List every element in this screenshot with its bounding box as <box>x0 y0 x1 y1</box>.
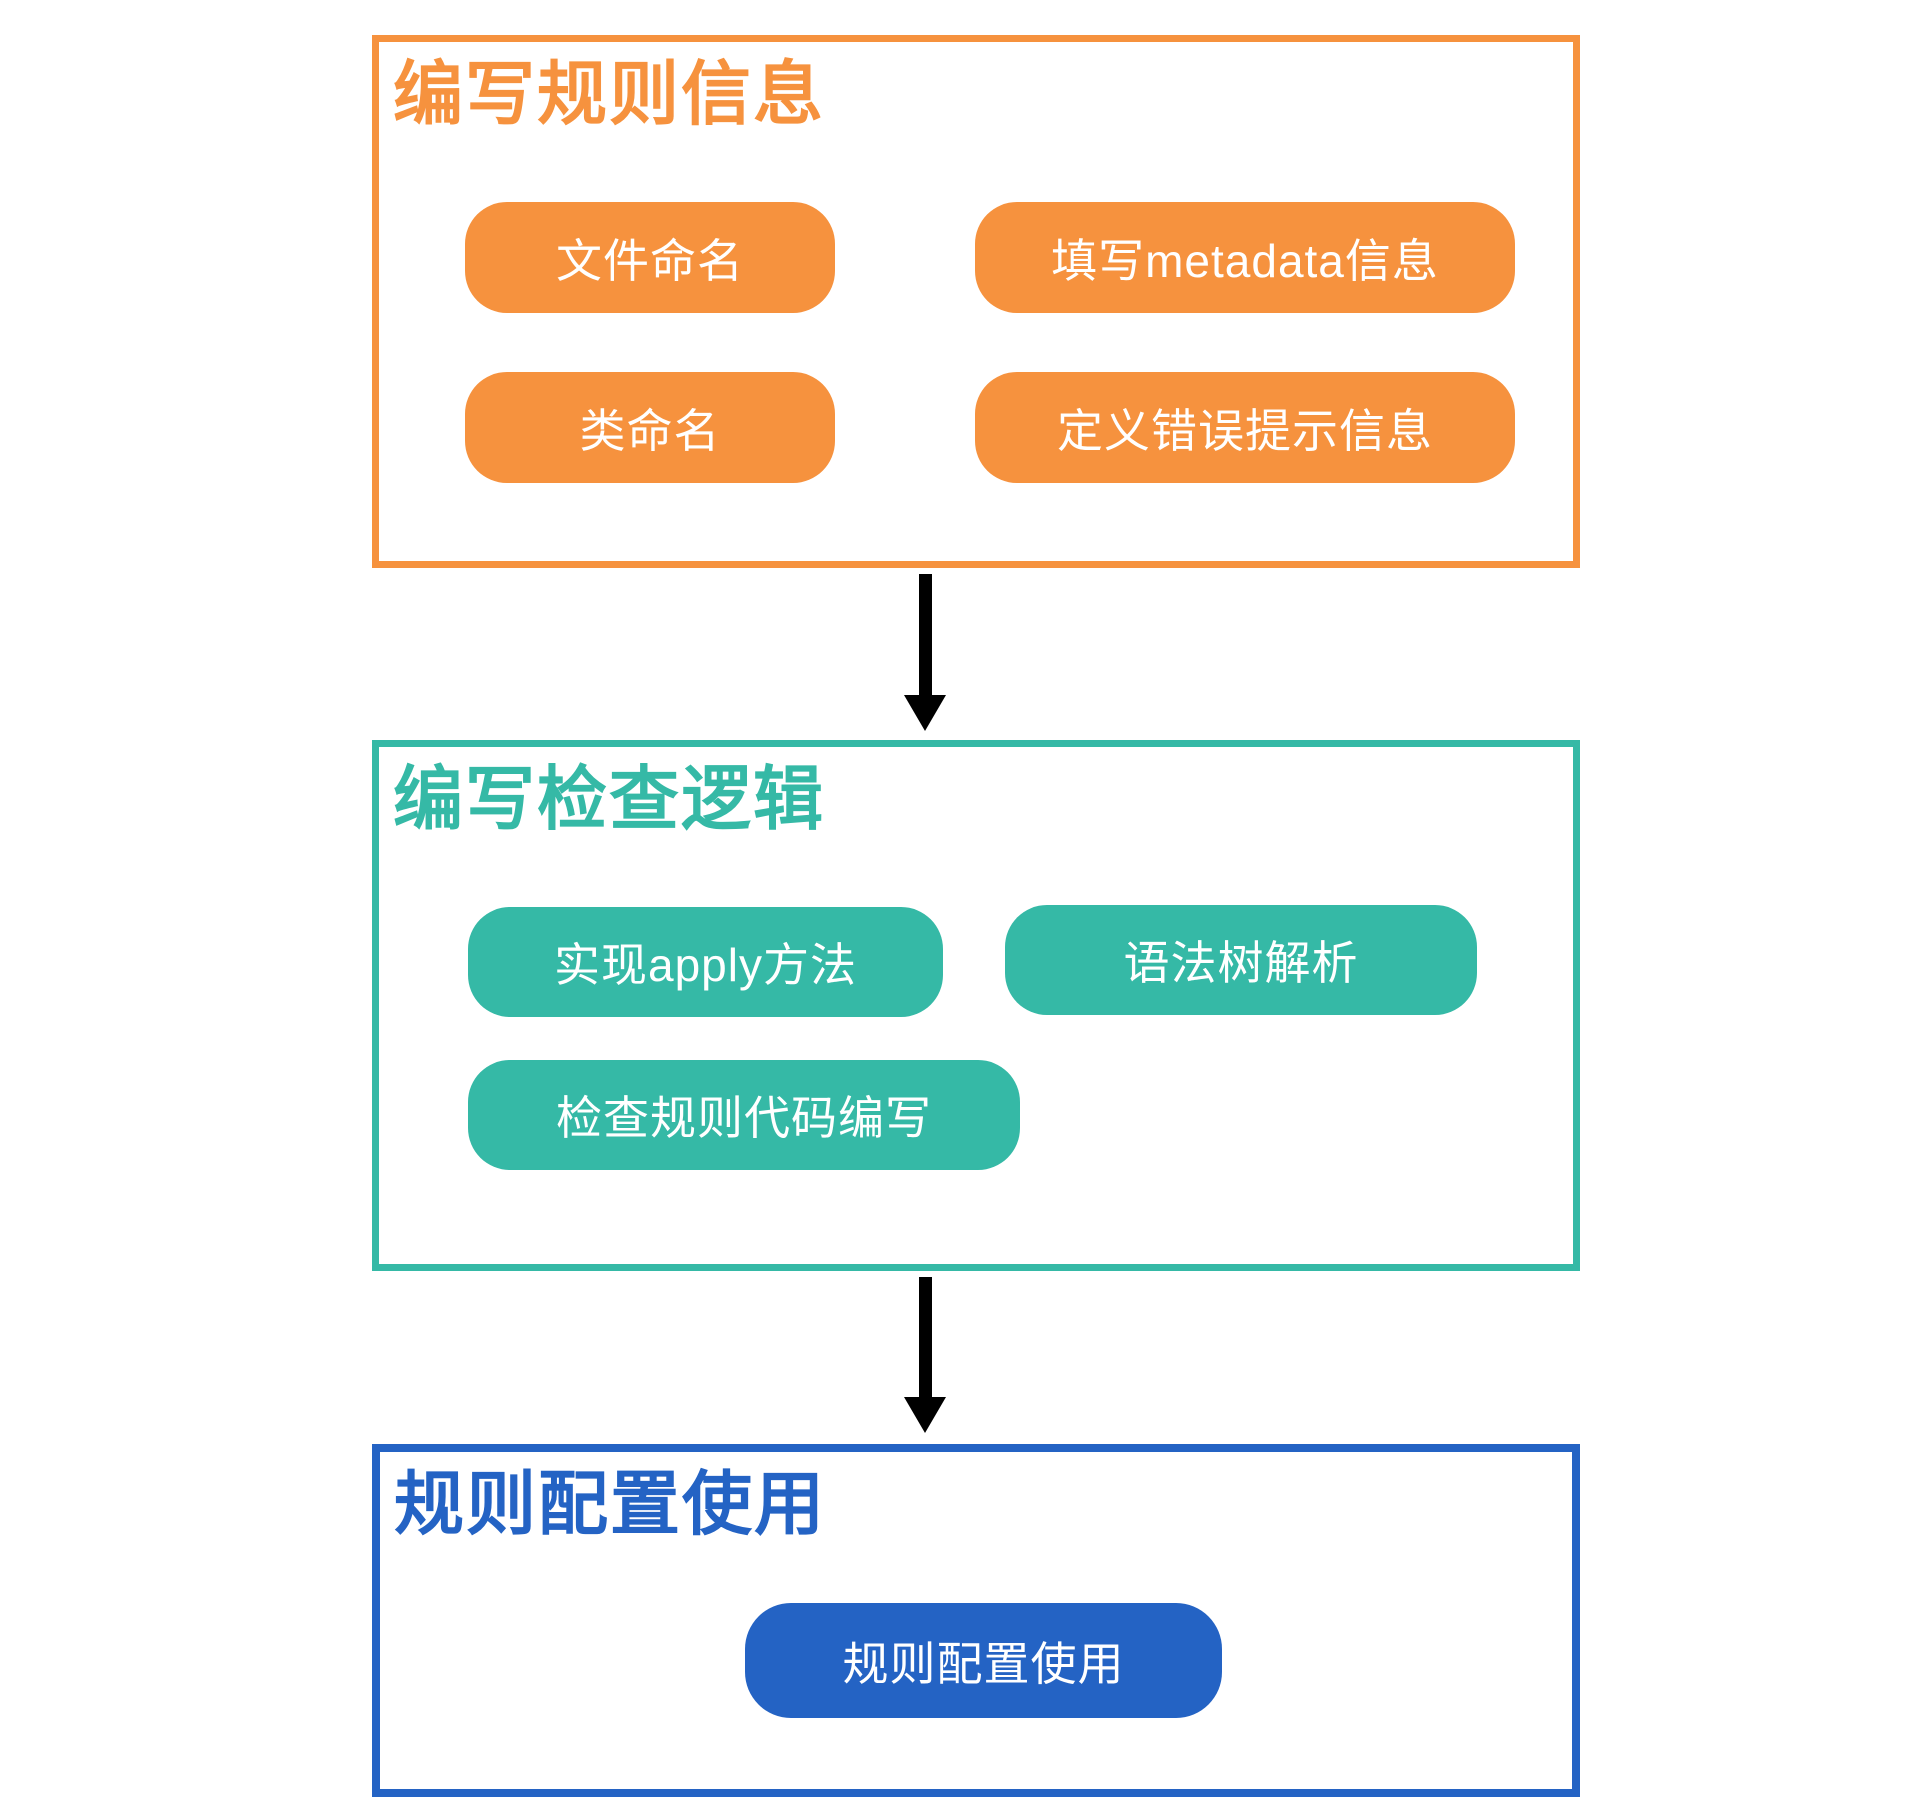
section-rule-config-usage: 规则配置使用 规则配置使用 <box>372 1444 1580 1797</box>
node-file-naming: 文件命名 <box>465 202 835 313</box>
arrow-down-icon <box>904 574 946 731</box>
node-check-rule-code-writing: 检查规则代码编写 <box>468 1060 1020 1170</box>
node-class-naming: 类命名 <box>465 372 835 483</box>
node-fill-metadata-info: 填写metadata信息 <box>975 202 1515 313</box>
section-write-check-logic-title: 编写检查逻辑 <box>393 760 825 838</box>
section-write-check-logic: 编写检查逻辑 实现apply方法 语法树解析 检查规则代码编写 <box>372 740 1580 1271</box>
node-implement-apply-method: 实现apply方法 <box>468 907 943 1017</box>
arrow-head-icon <box>904 695 946 731</box>
arrow-stem <box>918 1277 932 1397</box>
node-syntax-tree-parsing: 语法树解析 <box>1005 905 1477 1015</box>
section-rule-config-usage-title: 规则配置使用 <box>394 1465 826 1543</box>
section-write-rule-info: 编写规则信息 文件命名 填写metadata信息 类命名 定义错误提示信息 <box>372 35 1580 568</box>
arrow-down-icon <box>904 1277 946 1433</box>
arrow-head-icon <box>904 1397 946 1433</box>
node-rule-config-usage: 规则配置使用 <box>745 1603 1222 1718</box>
node-define-error-message: 定义错误提示信息 <box>975 372 1515 483</box>
arrow-stem <box>918 574 932 695</box>
section-write-rule-info-title: 编写规则信息 <box>393 55 825 133</box>
